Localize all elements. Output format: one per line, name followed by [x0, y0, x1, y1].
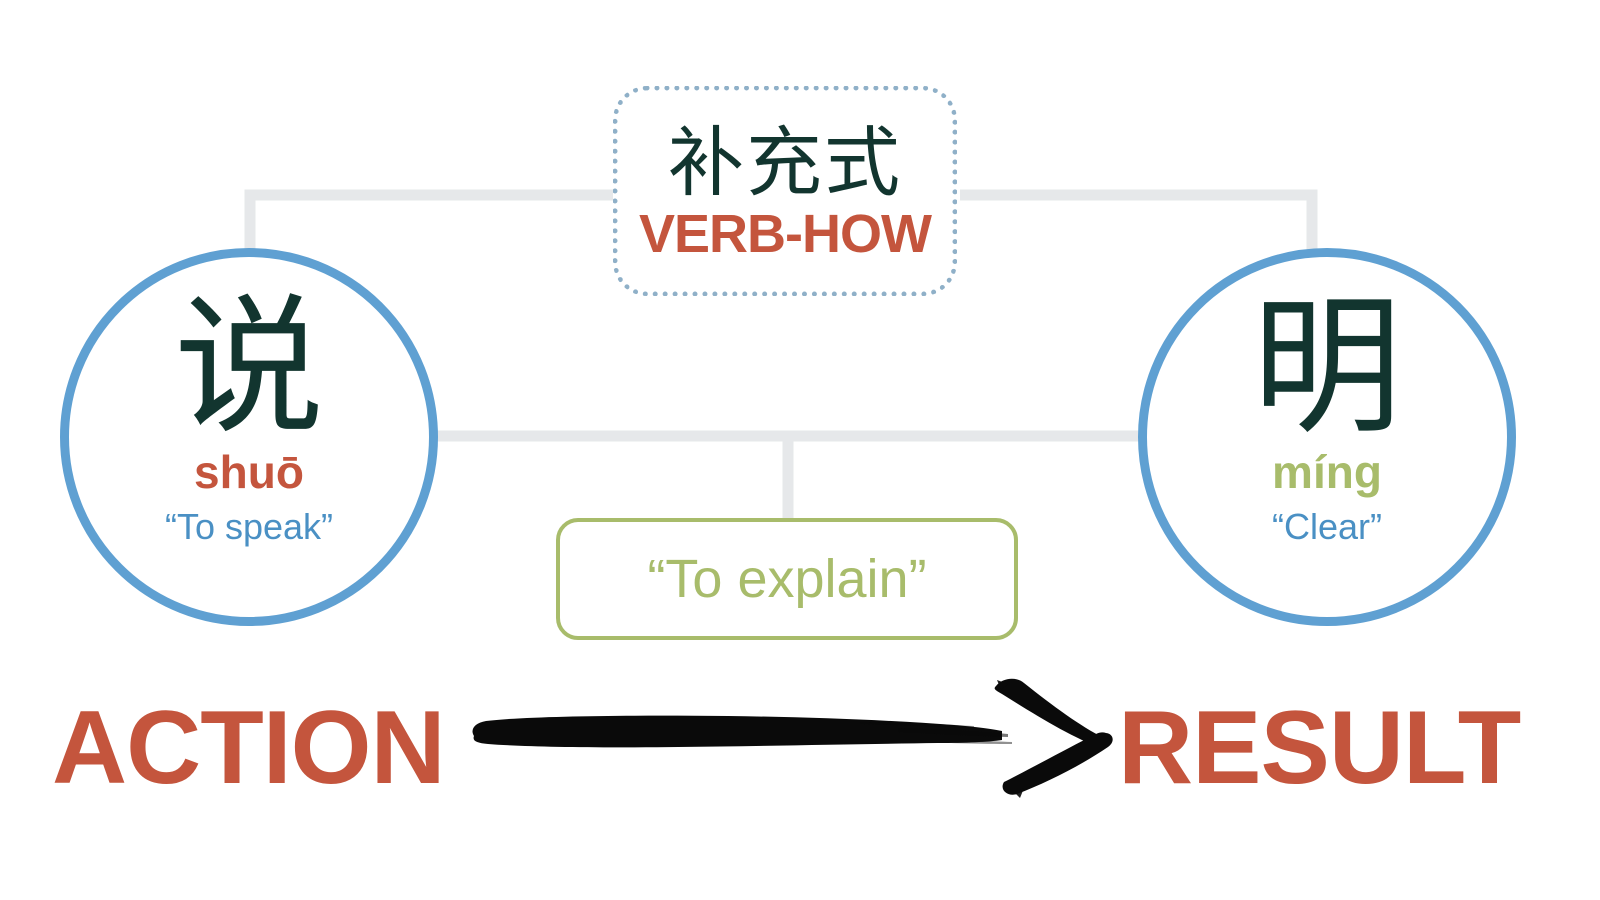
left-node-pinyin: shuō [194, 446, 304, 498]
right-node-pinyin: míng [1272, 446, 1382, 498]
left-node-hanzi: 说 [173, 281, 324, 455]
bottom-row: ACTION RESULT [0, 678, 1600, 818]
action-label: ACTION [52, 690, 446, 806]
brush-arrow-right-icon [472, 678, 1113, 798]
category-label: VERB-HOW [639, 204, 932, 264]
right-node-hanzi: 明 [1251, 281, 1402, 455]
connector-left-top [244, 189, 640, 260]
category-hanzi: 补充式 [668, 118, 902, 207]
node-left-shuo: 说 shuō “To speak” [60, 248, 438, 626]
meaning-box: “To explain” [556, 518, 1018, 640]
result-label: RESULT [1118, 690, 1521, 806]
meaning-text: “To explain” [647, 549, 927, 609]
connector-right-top [960, 189, 1318, 262]
category-box: 补充式 VERB-HOW [613, 86, 957, 296]
left-node-gloss: “To speak” [164, 506, 334, 547]
node-right-ming: 明 míng “Clear” [1138, 248, 1516, 626]
right-node-gloss: “Clear” [1271, 506, 1382, 547]
